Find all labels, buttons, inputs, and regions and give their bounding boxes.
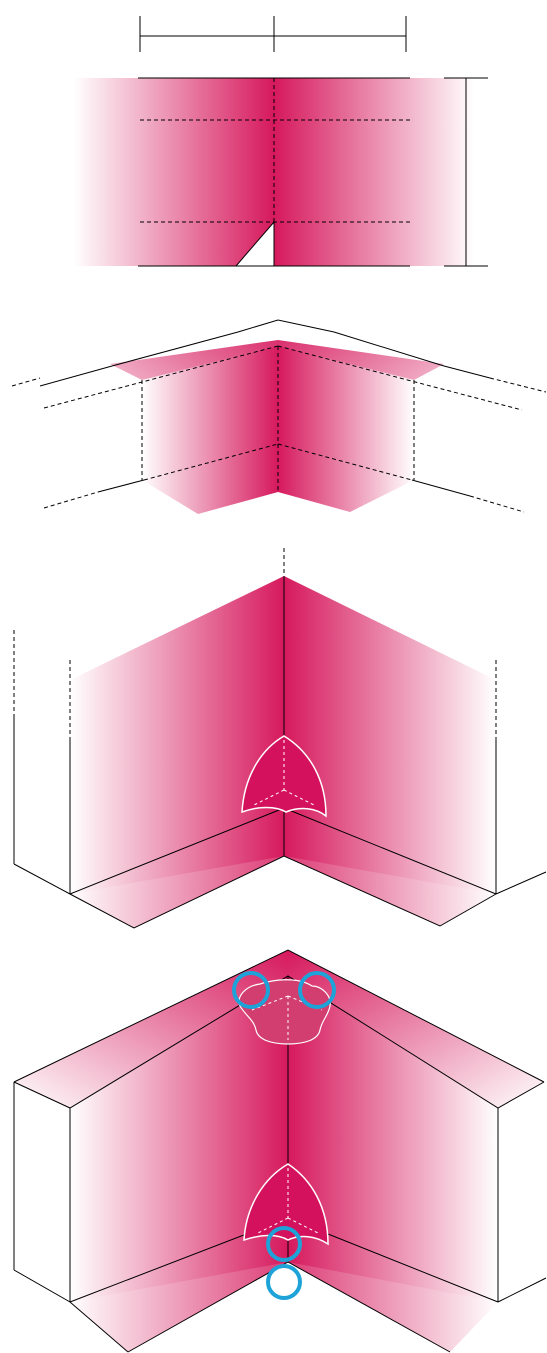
width-dimension [140, 16, 406, 52]
flat-panel-left [74, 78, 274, 266]
folded-preview-step [12, 320, 546, 514]
inside-corner-step [14, 548, 546, 928]
callout-circle-bottom-lower [268, 1266, 300, 1298]
caulk-points-step [14, 950, 546, 1352]
flat-pattern-step [74, 16, 488, 266]
flat-panel-right [274, 78, 474, 266]
